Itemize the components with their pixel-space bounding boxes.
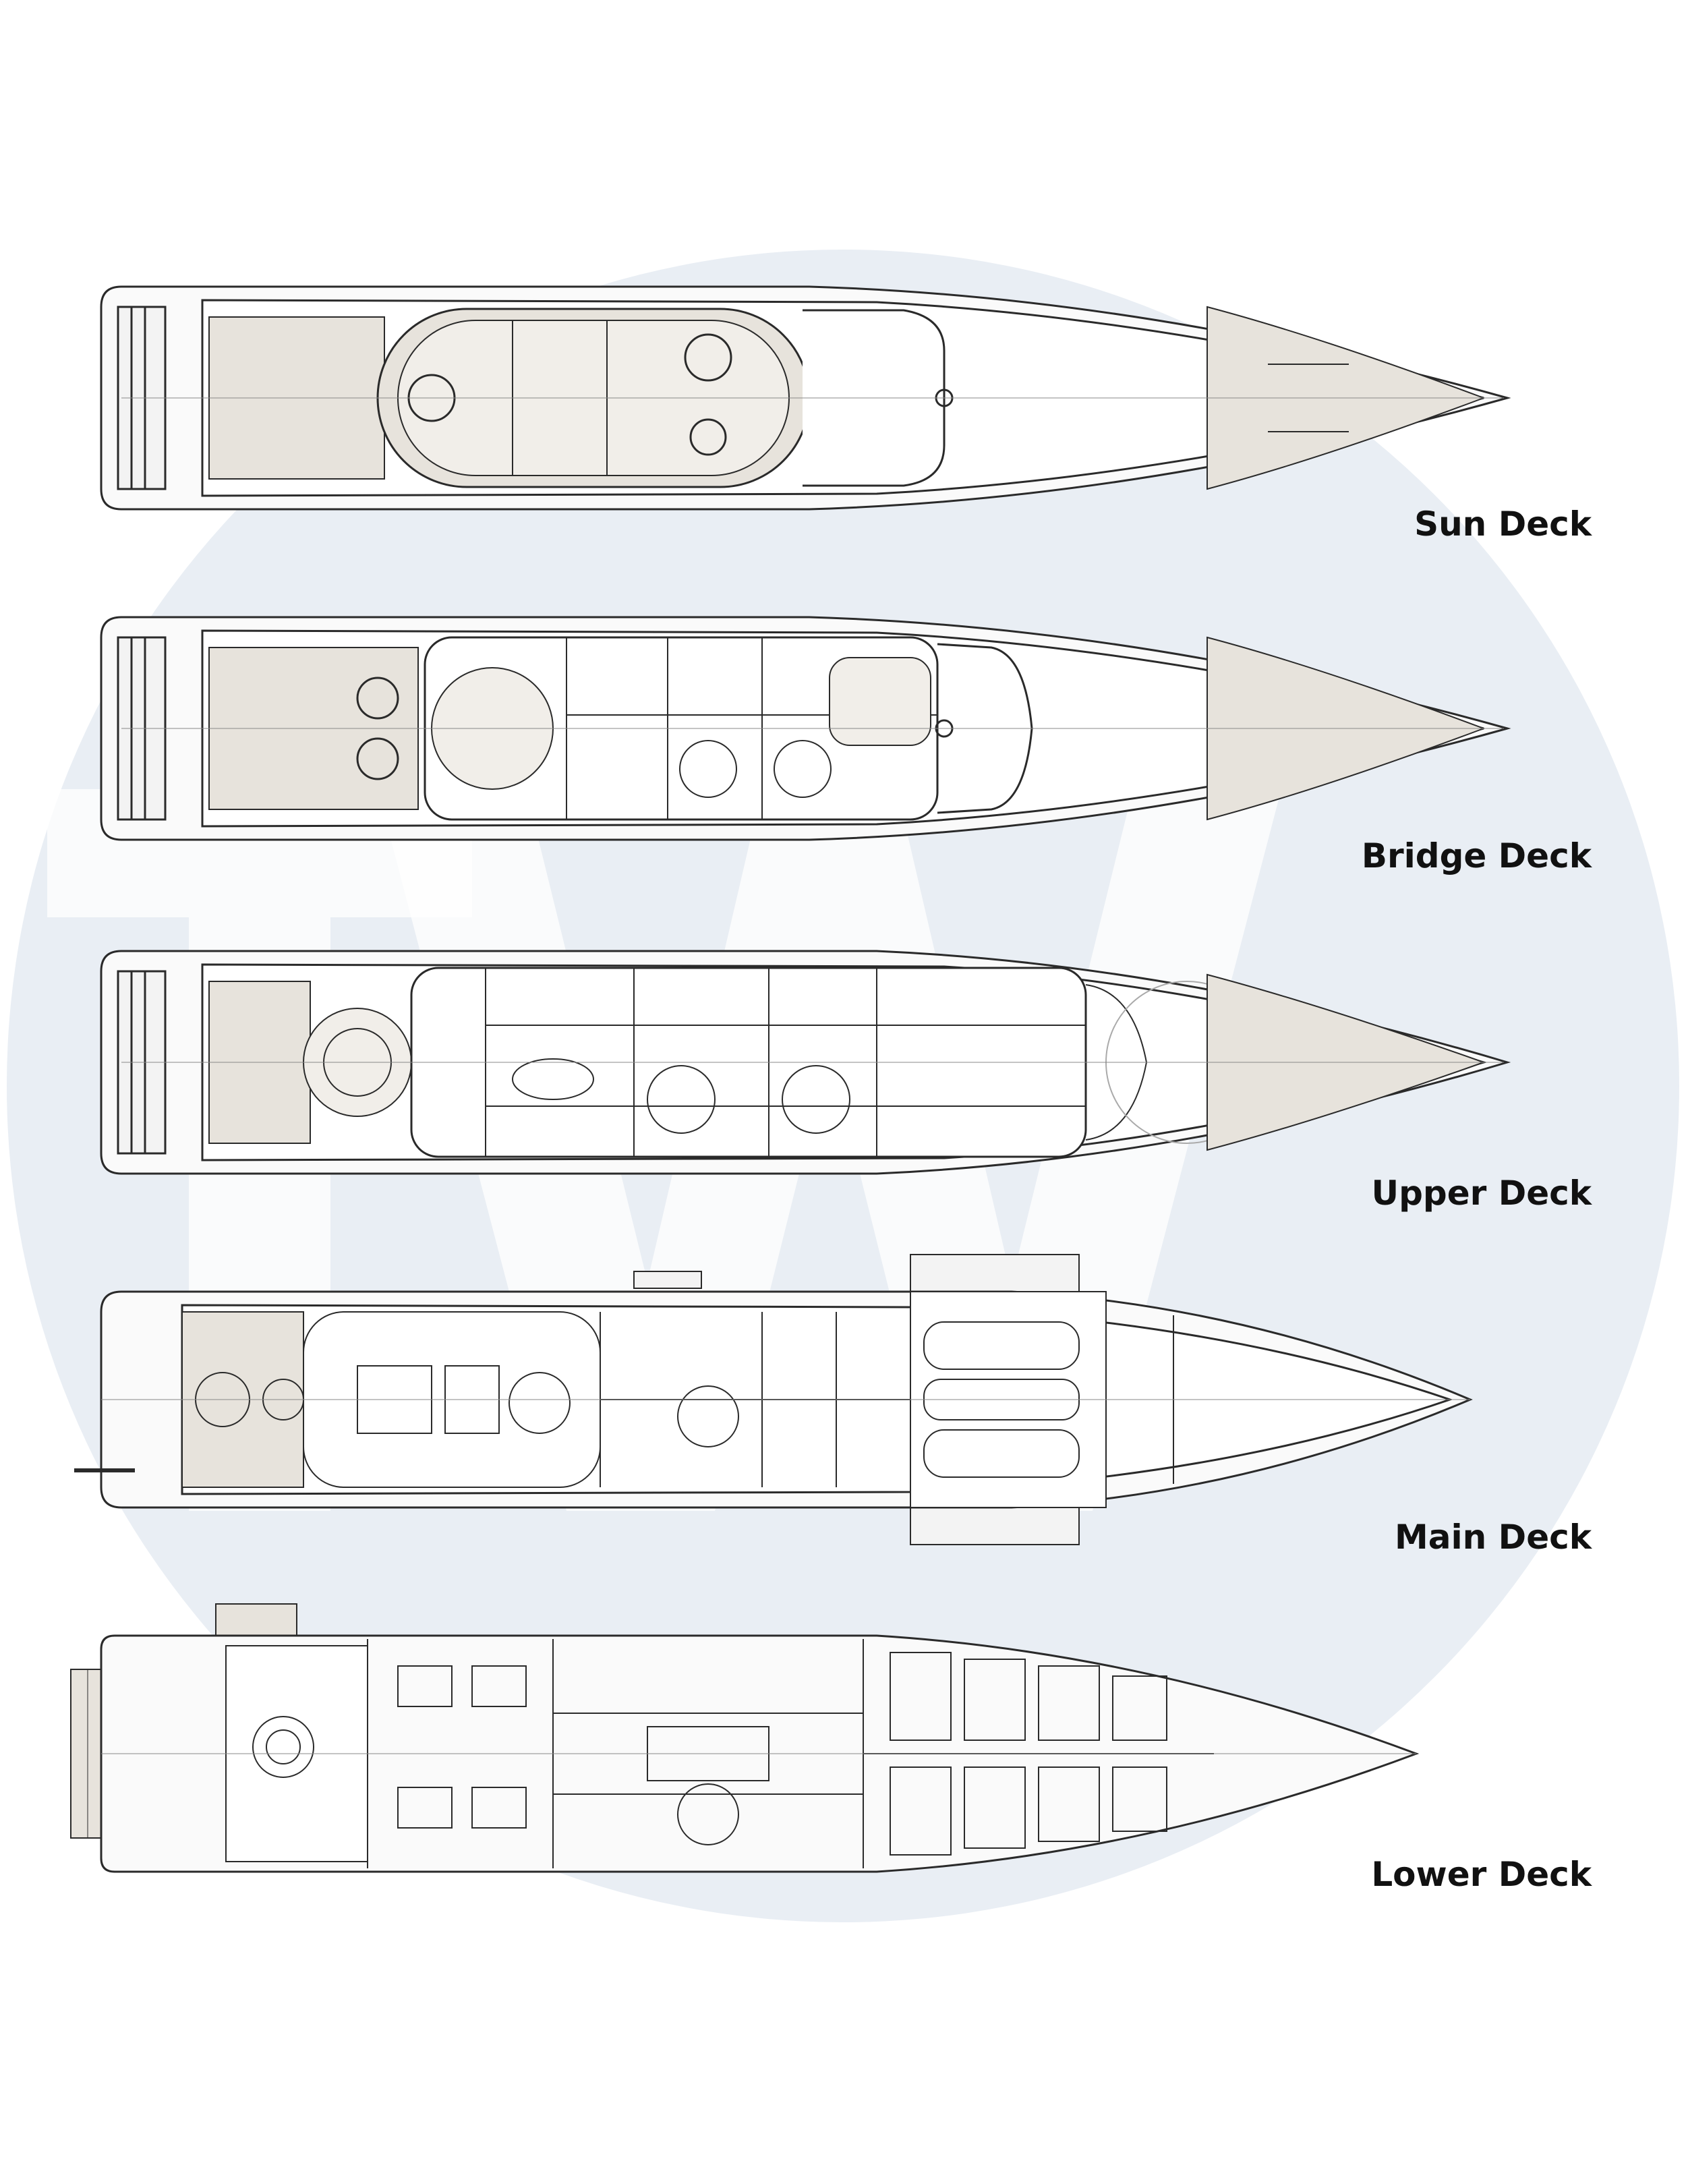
main-deck-plan — [74, 1254, 1473, 1545]
lower-deck-plan — [70, 1603, 1420, 1873]
upper-deck-plan — [100, 950, 1511, 1175]
deck-label-sun: Sun Deck — [1414, 505, 1592, 544]
deck-label-main: Main Deck — [1395, 1518, 1592, 1557]
deck-label-upper: Upper Deck — [1371, 1174, 1592, 1213]
deck-label-bridge: Bridge Deck — [1361, 836, 1592, 875]
sun-deck-plan — [100, 285, 1511, 511]
deck-label-lower: Lower Deck — [1371, 1855, 1592, 1894]
bridge-deck-plan — [100, 616, 1511, 841]
